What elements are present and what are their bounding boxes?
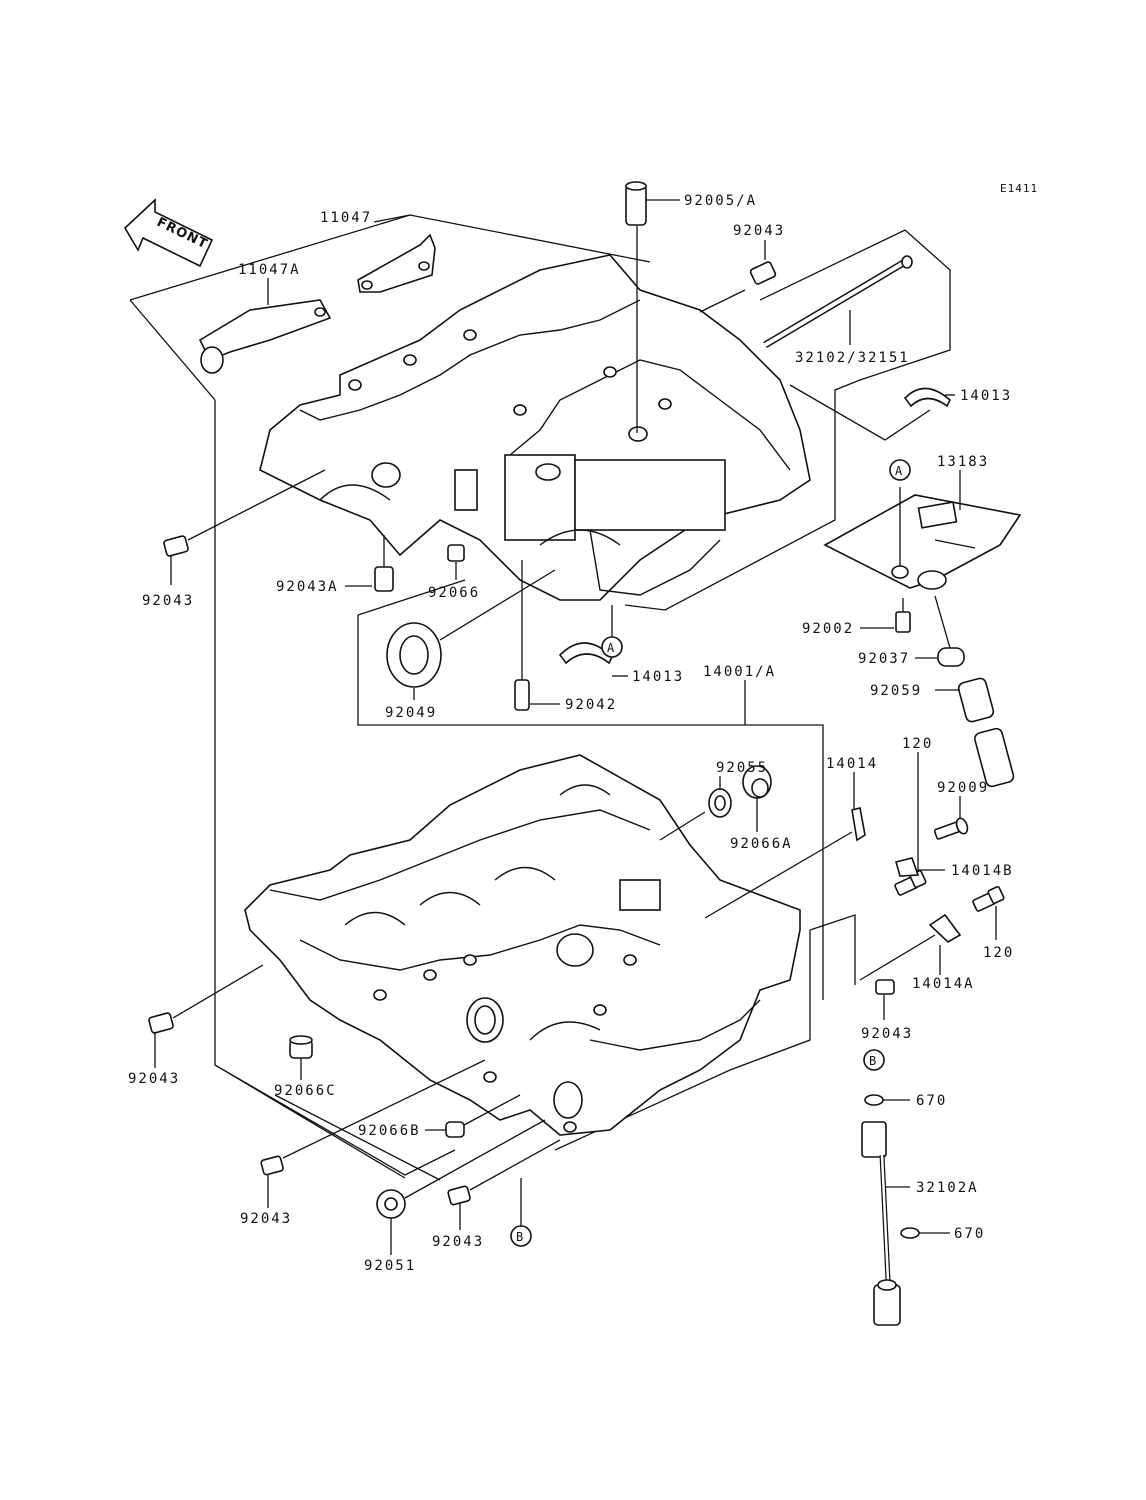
leader-lines [154, 199, 997, 1255]
label-92066c: 92066C [274, 1083, 337, 1099]
bearing-14013-center [558, 642, 613, 665]
label-14013-right: 14013 [960, 388, 1012, 404]
plate-13183 [823, 487, 1022, 590]
dowel-92043-right [875, 979, 895, 995]
label-92043-lowerleft: 92043 [128, 1071, 180, 1087]
svg-text:A: A [895, 464, 903, 478]
sleeve-92005a [625, 181, 647, 433]
diagram-code: E1411 [1000, 182, 1038, 195]
bolt-92002 [895, 598, 911, 633]
pin-92042 [514, 560, 530, 711]
dowel-92043-lowerleft [148, 964, 264, 1034]
ref-mark-a-mid: A [601, 605, 623, 658]
label-92002: 92002 [802, 621, 854, 637]
label-92009: 92009 [937, 780, 989, 796]
washer-92055 [659, 788, 732, 841]
hose-92059 [957, 677, 1015, 788]
shaft-32102 [763, 255, 913, 349]
bracket-11047 [357, 233, 436, 293]
label-14014b: 14014B [951, 863, 1014, 879]
clamp-92037 [934, 595, 965, 667]
dowel-92043-bottommid [447, 1139, 561, 1206]
plug-92066 [447, 544, 465, 562]
label-92066a: 92066A [730, 836, 793, 852]
svg-text:B: B [869, 1054, 876, 1068]
ref-mark-b-top: B [863, 1049, 885, 1071]
label-14013-center: 14013 [632, 669, 684, 685]
oring-670-a [864, 1094, 884, 1106]
label-670-a: 670 [916, 1093, 947, 1109]
label-32102-32151: 32102/32151 [795, 350, 910, 366]
label-92037: 92037 [858, 651, 910, 667]
dowel-92043-left [163, 469, 326, 557]
label-92049: 92049 [385, 705, 437, 721]
front-arrow-icon: FRONT [123, 198, 214, 268]
oring-670-b [900, 1227, 920, 1239]
dowel-92043-top [699, 261, 777, 313]
label-670-b: 670 [954, 1226, 985, 1242]
svg-text:B: B [516, 1230, 523, 1244]
label-92043a: 92043A [276, 579, 339, 595]
label-92043-top: 92043 [733, 223, 785, 239]
label-92043-right: 92043 [861, 1026, 913, 1042]
label-14014a: 14014A [912, 976, 975, 992]
label-92043-left: 92043 [142, 593, 194, 609]
label-11047: 11047 [320, 210, 372, 226]
seal-92049 [386, 569, 556, 688]
label-92055: 92055 [716, 760, 768, 776]
bolt-120-b [972, 885, 1005, 912]
bracket-14014a [859, 913, 962, 981]
screw-92009 [933, 817, 969, 840]
label-92066: 92066 [428, 585, 480, 601]
label-92042: 92042 [565, 697, 617, 713]
plug-92066c [289, 1035, 313, 1059]
label-92043-bottommid: 92043 [432, 1234, 484, 1250]
label-92005a: 92005/A [684, 193, 757, 209]
label-11047a: 11047A [238, 262, 301, 278]
ref-mark-a-top: A [889, 459, 911, 481]
svg-text:A: A [607, 641, 615, 655]
dowel-92043a [374, 535, 394, 592]
bracket-14014b [895, 857, 920, 877]
bearing-14013-right [903, 387, 951, 408]
label-92051: 92051 [364, 1258, 416, 1274]
label-14001a: 14001/A [703, 664, 776, 680]
pipe-32102a [861, 1121, 901, 1326]
label-92043-bottomleft: 92043 [240, 1211, 292, 1227]
plug-92066b [445, 1094, 521, 1138]
bracket-11047a [198, 299, 332, 374]
upper-crankcase [259, 254, 811, 601]
label-120-b: 120 [983, 945, 1014, 961]
dowel-92043-bottomleft [260, 1059, 486, 1176]
washer-92051 [376, 1119, 546, 1219]
ref-mark-b-bottom: B [510, 1178, 532, 1247]
bracket-14014 [704, 807, 866, 919]
label-13183: 13183 [937, 454, 989, 470]
label-32102a: 32102A [916, 1180, 979, 1196]
label-14014: 14014 [826, 756, 878, 772]
label-92066b: 92066B [358, 1123, 421, 1139]
label-120-a: 120 [902, 736, 933, 752]
lower-crankcase [244, 754, 801, 1136]
label-92059: 92059 [870, 683, 922, 699]
